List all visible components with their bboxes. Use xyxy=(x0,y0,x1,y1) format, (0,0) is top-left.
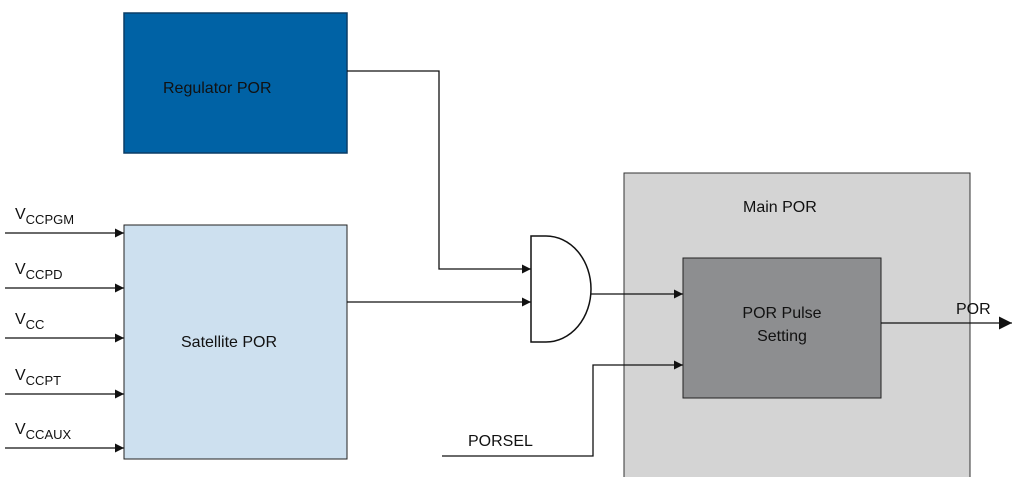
input-label: VCC xyxy=(15,311,44,332)
input-label: VCCPGM xyxy=(15,206,74,227)
satellite-por-label: Satellite POR xyxy=(181,334,277,351)
input-vccpd: VCCPD xyxy=(5,261,124,293)
input-vccpt: VCCPT xyxy=(5,367,124,399)
input-label: VCCPD xyxy=(15,261,63,282)
por-pulse-setting-box xyxy=(682,257,882,399)
por-output-label: POR xyxy=(956,301,991,318)
por-output: POR xyxy=(881,301,1012,330)
satellite-por-box xyxy=(123,224,348,460)
regulator-por-block: Regulator POR xyxy=(123,12,348,154)
porsel-label: PORSEL xyxy=(468,433,533,450)
satellite-por-block: Satellite POR xyxy=(123,224,348,460)
input-label: VCCPT xyxy=(15,367,61,388)
input-vccpgm: VCCPGM xyxy=(5,206,124,238)
main-por-label: Main POR xyxy=(743,199,817,216)
porsel-wire xyxy=(442,360,683,457)
input-vcc: VCC xyxy=(5,311,124,343)
input-vccaux: VCCAUX xyxy=(5,421,124,453)
input-label: VCCAUX xyxy=(15,421,72,442)
and-gate xyxy=(530,235,592,343)
por-pulse-setting-label-line1: POR Pulse xyxy=(742,305,821,322)
regulator-to-gate-wire xyxy=(347,70,531,274)
regulator-por-label: Regulator POR xyxy=(163,80,272,97)
por-pulse-setting-block: POR Pulse Setting xyxy=(682,257,882,399)
porsel-signal: PORSEL xyxy=(442,360,683,457)
por-pulse-setting-label-line2: Setting xyxy=(757,328,807,345)
regulator-por-box xyxy=(123,12,348,154)
supply-inputs: VCCPGM VCCPD VCC VCCPT VCCAUX xyxy=(5,206,124,453)
